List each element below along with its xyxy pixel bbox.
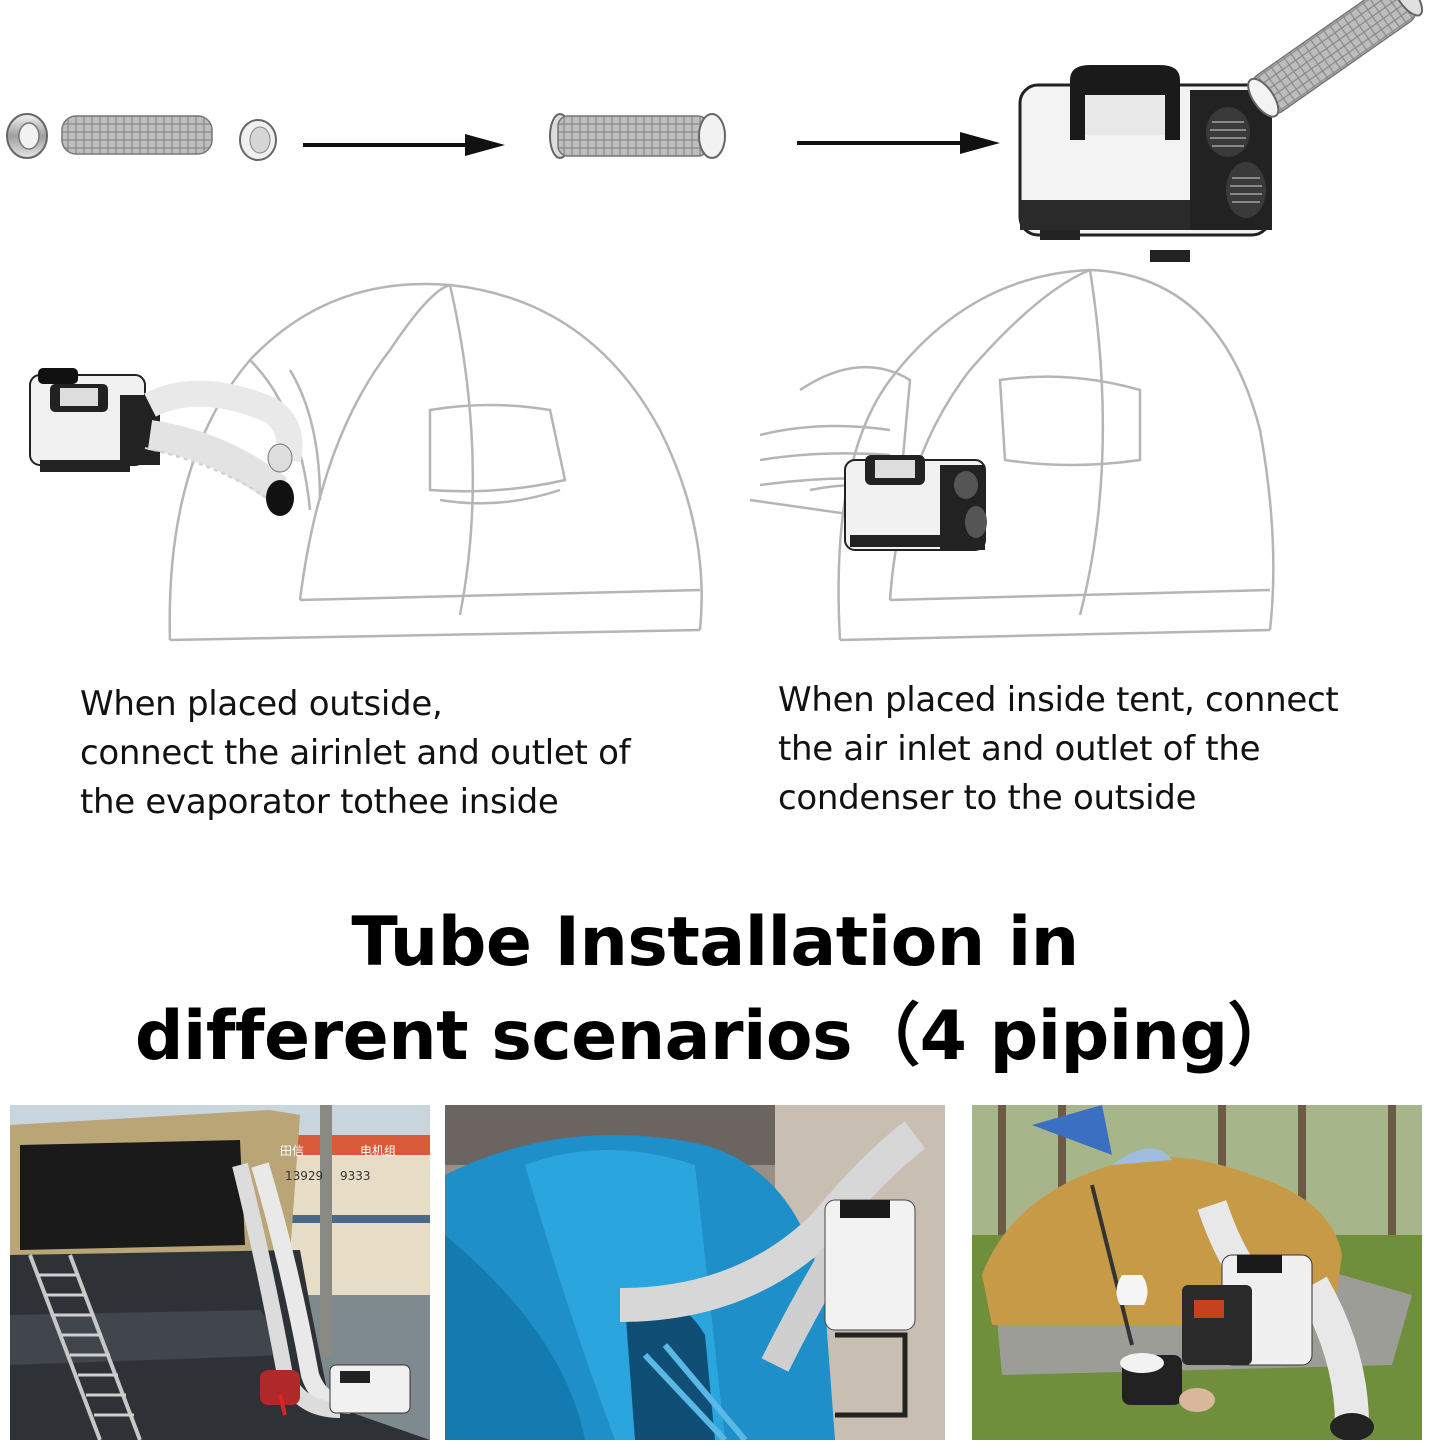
caption-placed-inside: When placed inside tent, connect the air… [778, 680, 1339, 818]
air-conditioner-icon [844, 455, 987, 551]
air-conditioner-icon [1018, 65, 1272, 262]
photo-car-rooftop-tent: 田信 电机组 13929 9333 [10, 1105, 430, 1440]
flex-hose-icon [1247, 0, 1424, 118]
shop-sign-text: 电机组 [360, 1144, 396, 1158]
shop-sign-text: 13929 [285, 1169, 323, 1183]
tent-inside-diagram [740, 260, 1430, 660]
shop-sign-text: 田信 [280, 1144, 304, 1158]
headline-line-1: Tube Installation in [351, 903, 1079, 982]
end-cap-icon [239, 119, 277, 161]
caption-placed-outside: When placed outside, connect the airinle… [80, 684, 631, 822]
shop-sign-text: 9333 [340, 1169, 371, 1183]
photo-outdoor-camping [972, 1105, 1422, 1440]
photo-blue-tent [445, 1105, 945, 1440]
flex-hose-icon [61, 115, 213, 155]
arrow-right-icon [797, 132, 1000, 154]
headline-line-2: different scenarios（4 piping） [134, 997, 1296, 1076]
air-conditioner-icon [29, 368, 303, 516]
ring-connector-icon [6, 113, 48, 159]
tent-outside-diagram [20, 260, 720, 660]
assembled-hose-icon [549, 113, 726, 159]
arrow-right-icon [303, 134, 505, 156]
assembly-diagram [0, 0, 1430, 270]
